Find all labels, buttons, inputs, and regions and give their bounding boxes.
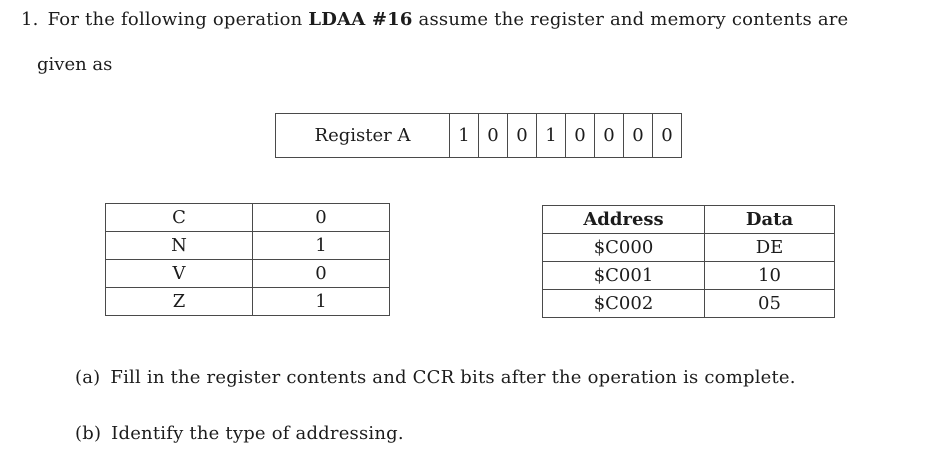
memory-header-row: Address Data xyxy=(542,205,835,234)
memory-data-c002: 05 xyxy=(704,289,835,318)
ccr-flag-z: Z xyxy=(105,287,253,316)
question-b: (b) Identify the type of addressing. xyxy=(75,423,404,444)
memory-address-c000: $C000 xyxy=(542,233,705,262)
memory-header-address: Address xyxy=(542,205,705,234)
problem-number: 1. xyxy=(21,9,39,30)
ccr-row-z: Z 1 xyxy=(105,287,390,316)
question-a-label: (a) xyxy=(75,367,101,388)
ccr-flag-n: N xyxy=(105,231,253,260)
ccr-flag-c: C xyxy=(105,203,253,232)
register-bit-3: 0 xyxy=(565,113,595,158)
ccr-table: C 0 N 1 V 0 Z 1 xyxy=(105,203,390,316)
question-a-text: Fill in the register contents and CCR bi… xyxy=(110,367,796,388)
register-a-table: Register A 1 0 0 1 0 0 0 0 xyxy=(275,113,682,158)
ccr-flag-v: V xyxy=(105,259,253,288)
register-bit-2: 0 xyxy=(594,113,624,158)
memory-address-c001: $C001 xyxy=(542,261,705,290)
memory-data-c000: DE xyxy=(704,233,835,262)
question-b-text: Identify the type of addressing. xyxy=(111,423,404,444)
intro-text-suffix: assume the register and memory contents … xyxy=(412,9,849,30)
memory-row-c000: $C000 DE xyxy=(542,233,835,262)
intro-text-prefix: For the following operation xyxy=(47,9,309,30)
ccr-value-z: 1 xyxy=(252,287,390,316)
memory-row-c002: $C002 05 xyxy=(542,289,835,318)
register-a-row: Register A 1 0 0 1 0 0 0 0 xyxy=(275,113,682,158)
memory-table: Address Data $C000 DE $C001 10 $C002 05 xyxy=(542,205,835,318)
question-a: (a) Fill in the register contents and CCR… xyxy=(75,367,796,388)
ccr-value-v: 0 xyxy=(252,259,390,288)
register-bit-0: 0 xyxy=(652,113,682,158)
register-a-label: Register A xyxy=(275,113,450,158)
memory-header-data: Data xyxy=(704,205,835,234)
ccr-value-n: 1 xyxy=(252,231,390,260)
problem-statement-line1: 1. For the following operation LDAA #16 a… xyxy=(21,9,848,30)
ccr-row-v: V 0 xyxy=(105,259,390,288)
problem-statement-line2: given as xyxy=(37,54,113,75)
memory-row-c001: $C001 10 xyxy=(542,261,835,290)
memory-address-c002: $C002 xyxy=(542,289,705,318)
ccr-row-c: C 0 xyxy=(105,203,390,232)
register-bit-6: 0 xyxy=(478,113,508,158)
ccr-row-n: N 1 xyxy=(105,231,390,260)
register-bit-5: 0 xyxy=(507,113,537,158)
register-bit-7: 1 xyxy=(449,113,479,158)
register-bit-4: 1 xyxy=(536,113,566,158)
memory-data-c001: 10 xyxy=(704,261,835,290)
question-b-label: (b) xyxy=(75,423,102,444)
register-bit-1: 0 xyxy=(623,113,653,158)
operation-mnemonic: LDAA #16 xyxy=(308,9,413,30)
ccr-value-c: 0 xyxy=(252,203,390,232)
